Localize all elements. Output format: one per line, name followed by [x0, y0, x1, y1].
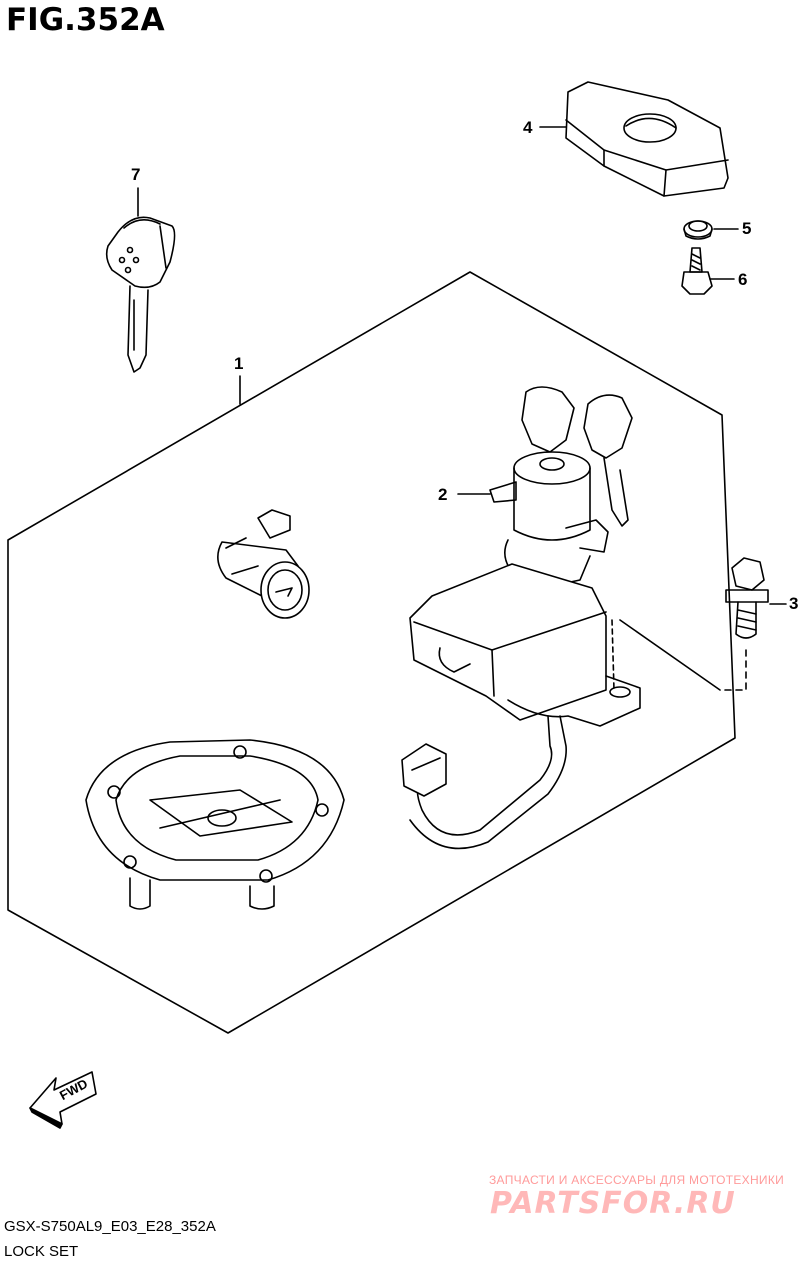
assembly-outline: [7, 271, 736, 1034]
fwd-arrow-icon: [29, 1071, 97, 1129]
figure-title: FIG.352A: [6, 2, 165, 38]
tank-cover-4-drawing: [565, 81, 729, 197]
watermark-tagline: ЗАПЧАСТИ И АКСЕССУАРЫ ДЛЯ МОТОТЕХНИКИ: [489, 1173, 785, 1187]
callout-5: 5: [742, 219, 752, 238]
key-7-drawing: [105, 216, 176, 373]
fuel-cap-drawing: [85, 739, 345, 910]
bolt-6-drawing: [681, 247, 713, 295]
seat-lock-drawing: [217, 509, 310, 619]
callout-4: 4: [523, 118, 533, 137]
callout-1: 1: [234, 354, 244, 373]
dash-line-3b: [619, 619, 721, 691]
leader-3-dash: [719, 649, 747, 691]
figure-name: LOCK SET: [4, 1243, 79, 1260]
callout-6: 6: [738, 270, 748, 289]
watermark-logo: PARTSFOR.RU: [490, 1186, 736, 1221]
ignition-switch-2-drawing: [401, 386, 641, 850]
callout-7: 7: [131, 165, 141, 184]
figure-code: GSX-S750AL9_E03_E28_352A: [4, 1218, 216, 1235]
bolt-3-drawing: [725, 557, 769, 639]
callout-3: 3: [789, 594, 799, 613]
callout-2: 2: [438, 485, 448, 504]
nut-5-drawing: [683, 220, 713, 240]
